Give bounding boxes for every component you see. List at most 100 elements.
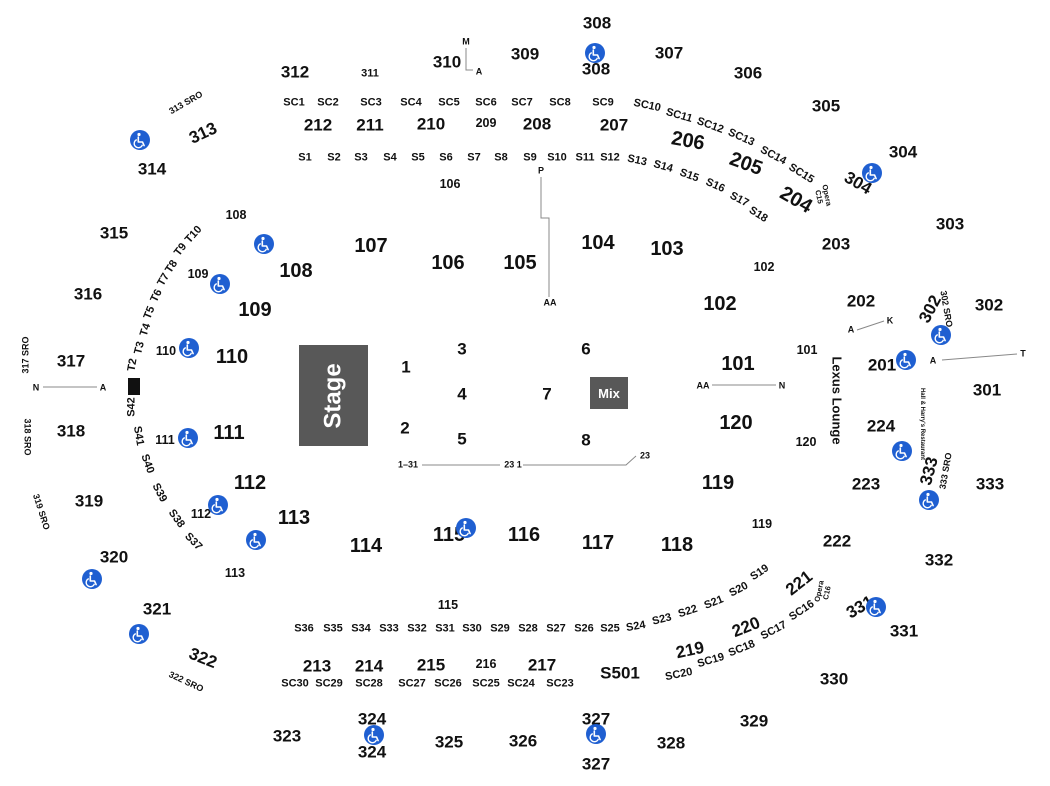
section-5[interactable]: 5 — [457, 429, 467, 449]
section-224[interactable]: 224 — [866, 416, 896, 436]
suites-top-sc4[interactable]: SC4 — [400, 96, 422, 109]
section-501[interactable]: S501 — [600, 663, 640, 683]
boxes-bottom-s28[interactable]: S28 — [518, 622, 538, 635]
suites-top-sc8[interactable]: SC8 — [549, 96, 571, 109]
section-307[interactable]: 307 — [654, 43, 684, 63]
section-214[interactable]: 214 — [354, 656, 384, 676]
boxes-bottom-s27[interactable]: S27 — [546, 622, 566, 635]
suites-top-sc2[interactable]: SC2 — [317, 96, 339, 109]
section-223[interactable]: 223 — [851, 474, 881, 494]
section-107[interactable]: 107 — [354, 235, 388, 257]
section-213[interactable]: 213 — [302, 656, 332, 676]
boxes-bottom-s25[interactable]: S25 — [600, 622, 620, 635]
section-116[interactable]: 116 — [507, 524, 541, 546]
section-102[interactable]: 102 — [703, 293, 737, 315]
boxes-top-s7[interactable]: S7 — [467, 151, 481, 164]
boxes-bottom-s30[interactable]: S30 — [462, 622, 482, 635]
suites-bottom-sc29[interactable]: SC29 — [315, 677, 343, 690]
section-4[interactable]: 4 — [457, 384, 467, 404]
section-316[interactable]: 316 — [73, 284, 103, 304]
boxes-bottom-s35[interactable]: S35 — [323, 622, 343, 635]
suites-top-sc7[interactable]: SC7 — [511, 96, 533, 109]
boxes-bottom-s32[interactable]: S32 — [407, 622, 427, 635]
section-325[interactable]: 325 — [434, 732, 464, 752]
boxes-top-s11[interactable]: S11 — [575, 151, 595, 164]
section-109[interactable]: 109 — [238, 299, 272, 321]
section-302[interactable]: 302 — [974, 295, 1004, 315]
boxes-bottom-s31[interactable]: S31 — [435, 622, 455, 635]
section-215[interactable]: 215 — [416, 655, 446, 675]
section-212[interactable]: 212 — [303, 115, 333, 135]
boxes-bottom-s29[interactable]: S29 — [490, 622, 510, 635]
suites-bottom-sc24[interactable]: SC24 — [507, 677, 535, 690]
section-106[interactable]: 106 — [431, 252, 465, 274]
section-114[interactable]: 114 — [349, 535, 383, 557]
suites-bottom-sc30[interactable]: SC30 — [281, 677, 309, 690]
section-324[interactable]: 324 — [357, 709, 387, 729]
section-103[interactable]: 103 — [650, 238, 684, 260]
section-327-outer[interactable]: 327 — [581, 754, 611, 774]
suites-top-sc6[interactable]: SC6 — [475, 96, 497, 109]
suites-bottom-sc28[interactable]: SC28 — [355, 677, 383, 690]
boxes-top-s9[interactable]: S9 — [523, 151, 537, 164]
section-209[interactable]: 209 — [475, 115, 497, 130]
section-331[interactable]: 331 — [889, 621, 919, 641]
section-118[interactable]: 118 — [660, 534, 694, 556]
section-6[interactable]: 6 — [581, 339, 591, 359]
boxes-top-s4[interactable]: S4 — [383, 151, 397, 164]
section-324-outer[interactable]: 324 — [357, 742, 387, 762]
section-113[interactable]: 113 — [277, 507, 311, 529]
section-333[interactable]: 333 — [975, 474, 1005, 494]
boxes-top-s5[interactable]: S5 — [411, 151, 425, 164]
boxes-top-s10[interactable]: S10 — [547, 151, 567, 164]
section-310[interactable]: 310 — [432, 52, 462, 72]
section-208[interactable]: 208 — [522, 114, 552, 134]
section-117[interactable]: 117 — [581, 532, 615, 554]
section-301[interactable]: 301 — [972, 380, 1002, 400]
section-311[interactable]: 311 — [361, 67, 379, 80]
boxes-bottom-s33[interactable]: S33 — [379, 622, 399, 635]
section-217[interactable]: 217 — [527, 655, 557, 675]
section-105[interactable]: 105 — [503, 252, 537, 274]
suites-top-sc5[interactable]: SC5 — [438, 96, 460, 109]
suites-bottom-sc23[interactable]: SC23 — [546, 677, 574, 690]
boxes-left-s42[interactable]: S42 — [125, 397, 138, 417]
section-222[interactable]: 222 — [822, 531, 852, 551]
section-327[interactable]: 327 — [581, 709, 611, 729]
section-1[interactable]: 1 — [401, 357, 411, 377]
section-306[interactable]: 306 — [733, 63, 763, 83]
section-3[interactable]: 3 — [457, 339, 467, 359]
section-112[interactable]: 112 — [233, 472, 267, 494]
section-211[interactable]: 211 — [356, 115, 384, 135]
section-320[interactable]: 320 — [99, 547, 129, 567]
section-330[interactable]: 330 — [819, 669, 849, 689]
section-7[interactable]: 7 — [542, 384, 552, 404]
section-2[interactable]: 2 — [400, 418, 410, 438]
section-203[interactable]: 203 — [821, 234, 851, 254]
suites-top-sc3[interactable]: SC3 — [360, 96, 382, 109]
section-101[interactable]: 101 — [721, 353, 755, 375]
boxes-top-s3[interactable]: S3 — [354, 151, 368, 164]
boxes-bottom-s36[interactable]: S36 — [294, 622, 314, 635]
section-328[interactable]: 328 — [656, 733, 686, 753]
boxes-bottom-s26[interactable]: S26 — [574, 622, 594, 635]
section-120[interactable]: 120 — [719, 412, 753, 434]
suites-bottom-sc26[interactable]: SC26 — [434, 677, 462, 690]
section-207[interactable]: 207 — [599, 115, 629, 135]
section-318[interactable]: 318 — [56, 421, 86, 441]
section-317[interactable]: 317 — [56, 351, 86, 371]
section-8[interactable]: 8 — [581, 430, 591, 450]
suites-top-sc9[interactable]: SC9 — [592, 96, 614, 109]
boxes-left-s41[interactable]: S41 — [130, 425, 147, 447]
section-321[interactable]: 321 — [142, 599, 172, 619]
section-312[interactable]: 312 — [280, 62, 310, 82]
section-305[interactable]: 305 — [811, 96, 841, 116]
boxes-top-s12[interactable]: S12 — [600, 151, 620, 164]
section-323[interactable]: 323 — [272, 726, 302, 746]
boxes-top-s1[interactable]: S1 — [298, 151, 312, 164]
boxes-bottom-s34[interactable]: S34 — [351, 622, 371, 635]
section-329[interactable]: 329 — [739, 711, 769, 731]
section-110[interactable]: 110 — [215, 346, 249, 368]
section-111[interactable]: 111 — [213, 422, 245, 444]
section-210[interactable]: 210 — [416, 114, 446, 134]
